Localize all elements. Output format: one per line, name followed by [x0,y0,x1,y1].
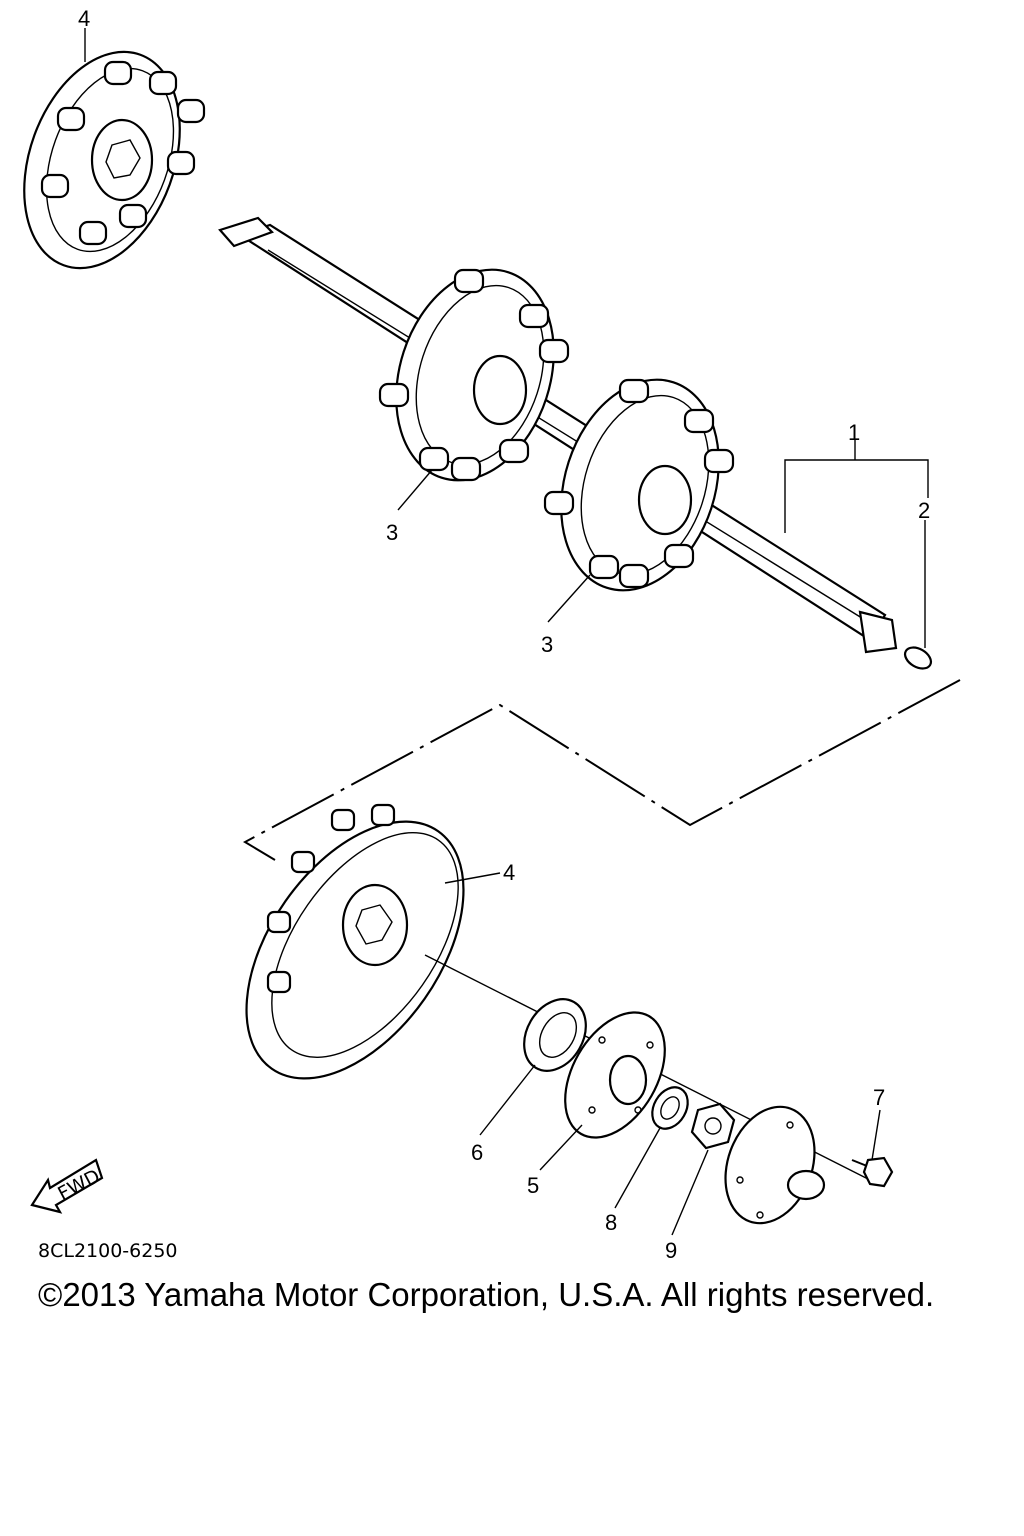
copyright-notice: ©2013 Yamaha Motor Corporation, U.S.A. A… [38,1276,934,1313]
callout-shaft-end: 2 [918,498,930,523]
fwd-arrow-icon: FWD [30,1158,104,1214]
callout-bearing: 6 [471,1140,483,1165]
callout-nut: 9 [665,1238,677,1263]
sprocket-a [378,268,570,482]
end-cap [724,1105,826,1225]
callout-bearing-housing: 5 [527,1173,539,1198]
callout-sprocket-b: 3 [541,632,553,657]
drive-wheel-top [23,50,206,270]
drive-wheel-bottom [245,803,465,1080]
bearing-housing [564,1011,666,1139]
callout-wheel-bottom: 4 [503,860,515,885]
callout-shaft-assembly: 1 [848,420,860,445]
callout-washer: 8 [605,1210,617,1235]
drive-shaft [218,216,933,670]
callout-wheel-top: 4 [78,6,90,31]
sprocket-b [543,378,735,592]
bearing [523,998,587,1072]
bolt [851,1156,894,1188]
callout-bolt: 7 [873,1085,885,1110]
nut [690,1102,736,1150]
drawing-code: 8CL2100-6250 [38,1240,178,1262]
assembly-outline [242,679,961,861]
callout-sprocket-a: 3 [386,520,398,545]
leader-lines [84,28,929,1236]
washer [651,1086,689,1130]
